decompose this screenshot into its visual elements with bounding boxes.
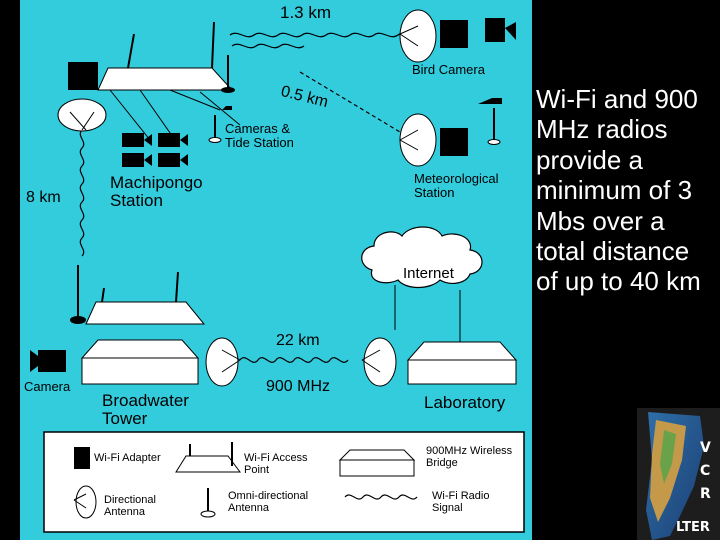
legend-wifi-adapter-icon — [74, 447, 90, 469]
label-machipongo: Machipongo Station — [110, 173, 203, 210]
legend-omni-label: Omni-directional Antenna — [228, 490, 309, 514]
broadwater-access-point — [70, 265, 206, 325]
broadwater-camera — [30, 350, 66, 372]
signal-22km — [239, 357, 349, 363]
legend-access-point-label: Wi-Fi Access Point — [244, 452, 308, 476]
dish-machipongo — [57, 98, 107, 132]
dish-laboratory — [361, 337, 397, 387]
legend-bridge-icon — [338, 449, 416, 477]
label-900mhz: 900 MHz — [266, 378, 331, 395]
laboratory-bridge — [406, 341, 518, 385]
legend-access-point-icon — [175, 442, 241, 473]
internet-cloud — [361, 226, 483, 289]
label-meteorological: Meteorological Station — [414, 171, 499, 200]
legend-directional-label: Directional Antenna — [104, 494, 156, 518]
dish-broadwater — [205, 337, 241, 387]
logo-wordmark: LTER — [676, 520, 710, 535]
signal-1-3km — [229, 32, 423, 38]
top-access-point — [97, 21, 235, 93]
label-camera: Camera — [24, 379, 71, 394]
logo-letter-r: R — [700, 486, 711, 502]
label-laboratory: Laboratory — [424, 393, 506, 412]
label-cameras-tide: Cameras & Tide Station — [225, 121, 294, 150]
meteorological-group — [399, 98, 502, 167]
legend-radio-signal-label: Wi-Fi Radio Signal — [432, 490, 490, 514]
logo-letter-c: C — [700, 463, 711, 479]
label-internet: Internet — [403, 265, 454, 282]
label-8km: 8 km — [26, 189, 61, 206]
signal-0-5km — [299, 71, 401, 133]
label-bird-camera: Bird Camera — [412, 62, 485, 77]
tide-station-antenna — [208, 106, 232, 143]
legend-directional-antenna-icon — [73, 485, 97, 519]
broadwater-bridge — [80, 339, 200, 385]
legend-box — [43, 431, 525, 533]
signal-8km — [79, 129, 85, 257]
cameras-cluster — [122, 133, 188, 167]
side-description: Wi-Fi and 900 MHz radios provide a minim… — [536, 84, 701, 297]
wifi-adapter-machipongo — [68, 62, 98, 90]
legend-wifi-adapter-label: Wi-Fi Adapter — [94, 452, 161, 464]
logo-letter-v: V — [700, 440, 711, 456]
label-broadwater: Broadwater Tower — [102, 391, 189, 428]
legend-bridge-label: 900MHz Wireless Bridge — [426, 445, 513, 469]
label-1-3km: 1.3 km — [280, 3, 332, 22]
legend-omni-antenna-icon — [200, 488, 216, 518]
label-22km: 22 km — [276, 332, 320, 349]
bird-camera-group — [399, 9, 516, 63]
